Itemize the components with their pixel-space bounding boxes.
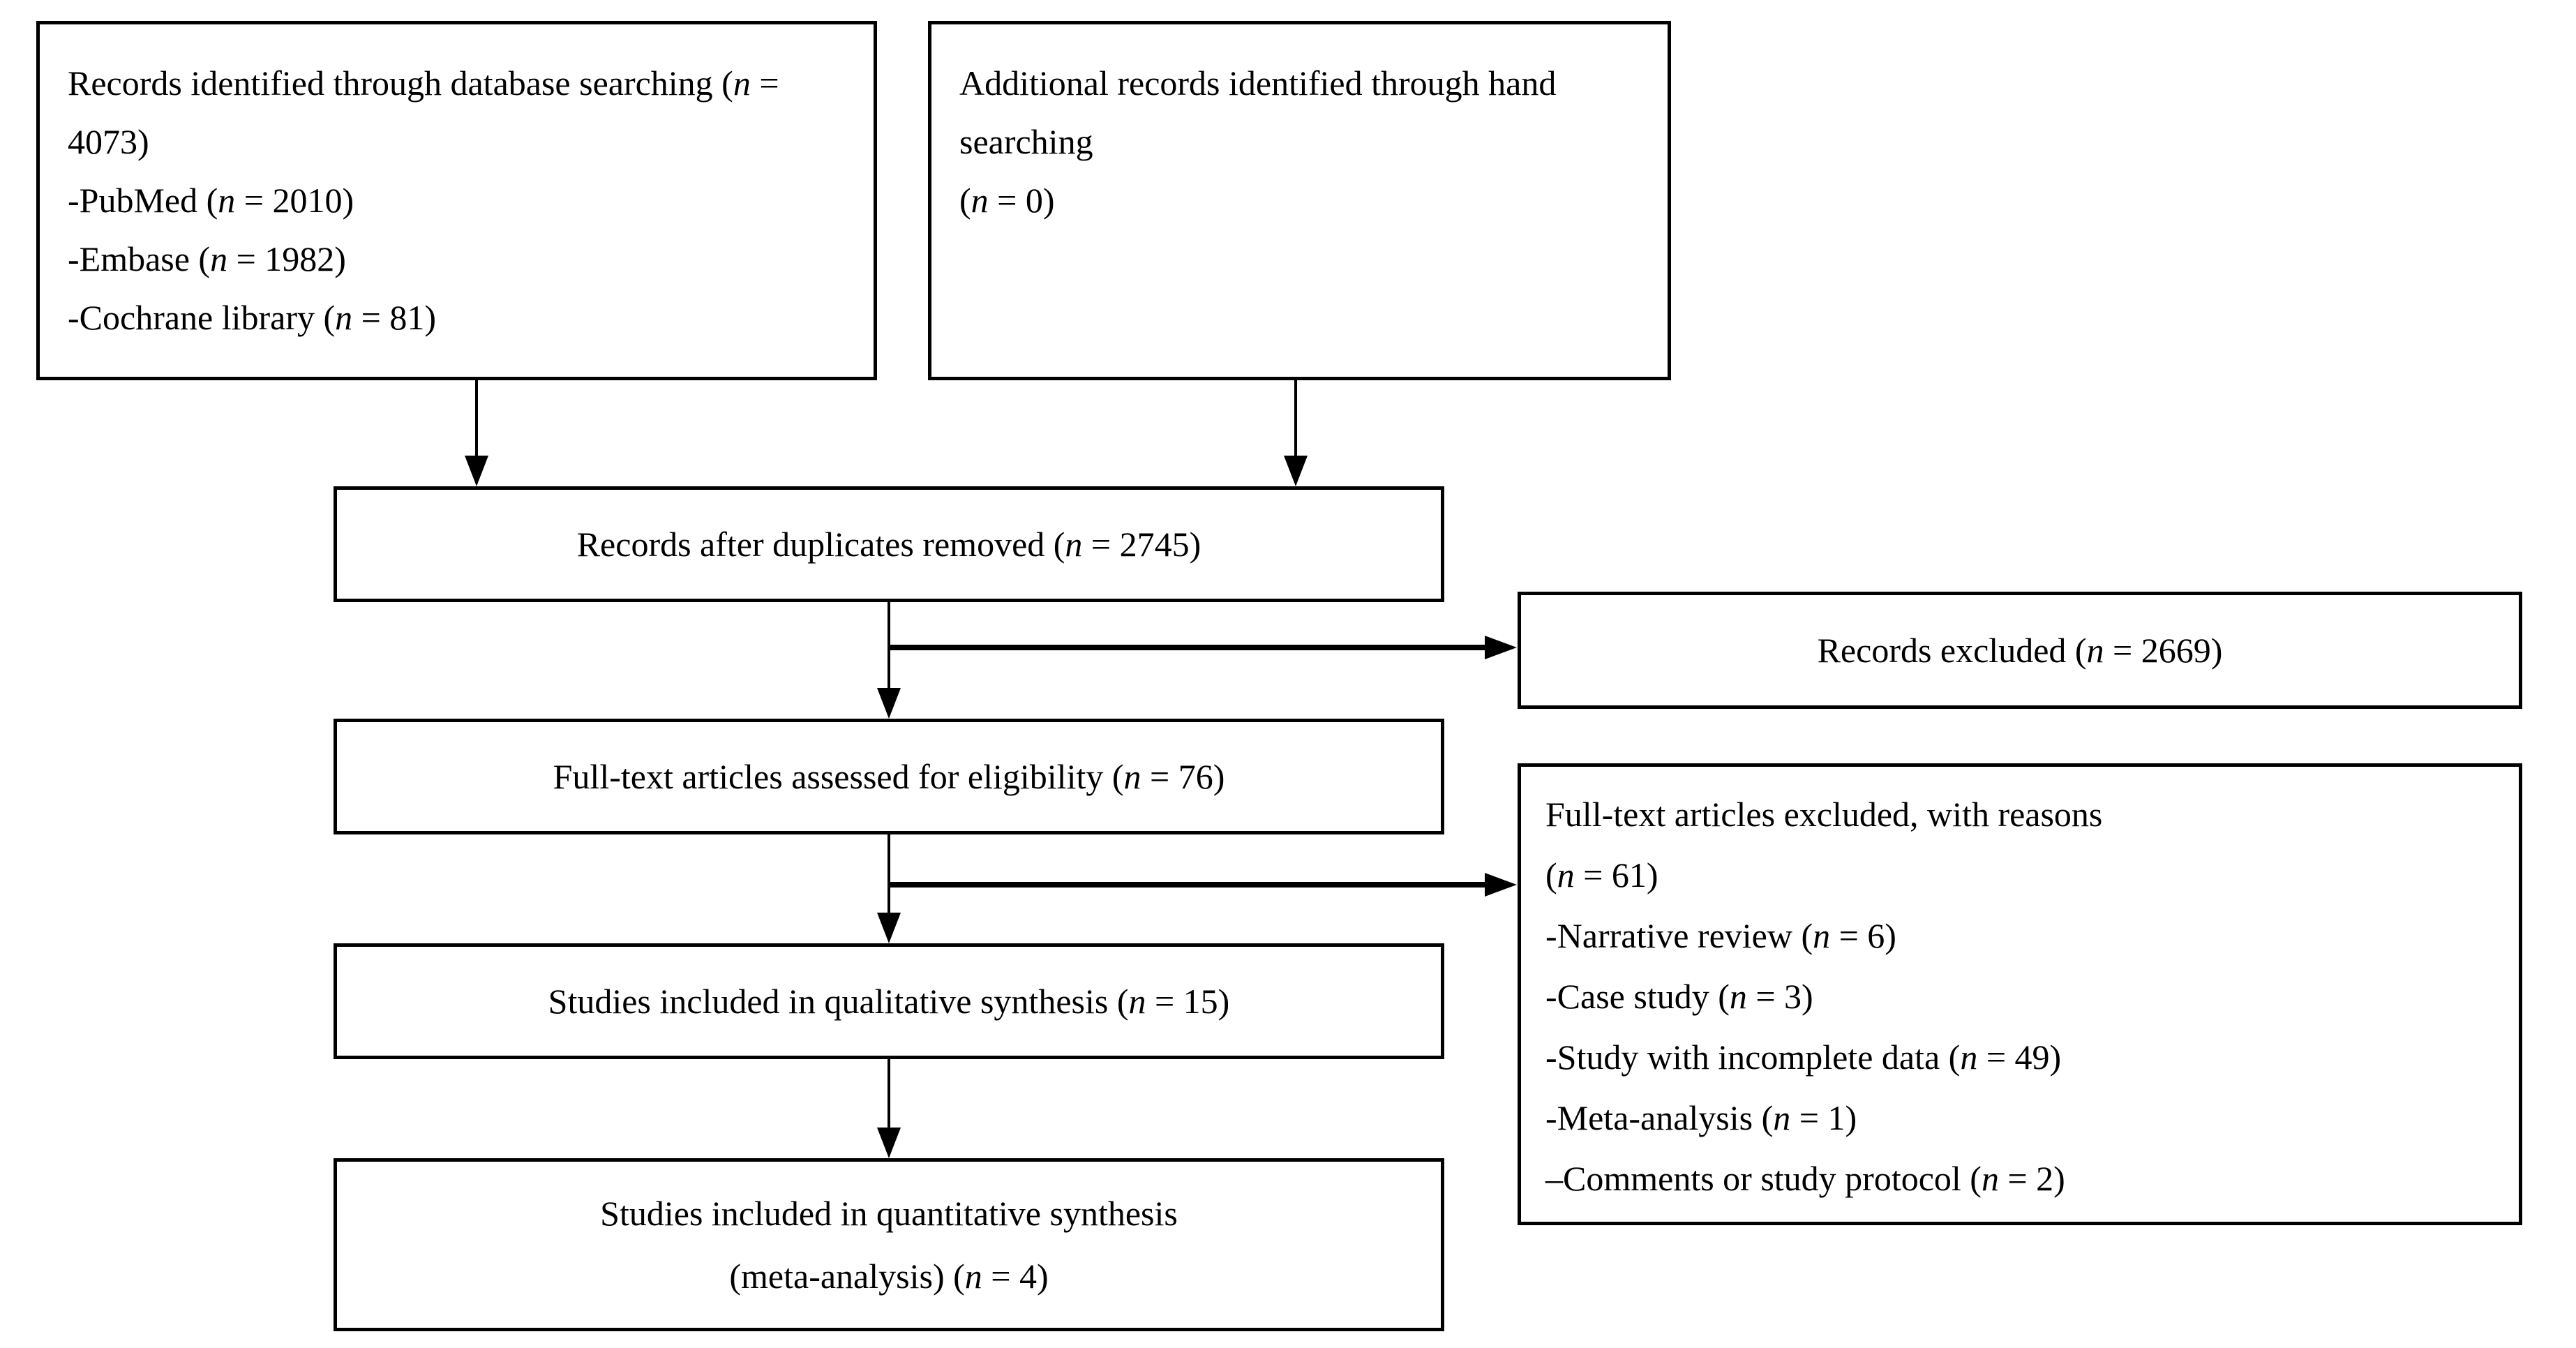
box-text-line: Records identified through database sear… — [68, 63, 779, 161]
connector-line — [889, 882, 1486, 888]
arrowhead-right-icon — [1485, 873, 1517, 897]
box-records-excluded: Records excluded (n = 2669) — [1518, 592, 2522, 709]
arrowhead-down-icon — [1284, 456, 1308, 486]
connector-line — [888, 1059, 890, 1132]
box-text-line: Studies included in qualitative synthesi… — [548, 982, 1230, 1021]
arrowhead-down-icon — [877, 913, 901, 943]
box-fulltext-excluded: Full-text articles excluded, with reason… — [1518, 763, 2522, 1225]
box-text-line: (n = 61) — [1545, 855, 1658, 894]
connector-line — [889, 645, 1486, 650]
connector-line — [475, 380, 478, 460]
box-text-line: -Meta-analysis (n = 1) — [1545, 1098, 1857, 1137]
box-records-identified: Records identified through database sear… — [36, 21, 877, 380]
box-text-line: Records after duplicates removed (n = 27… — [576, 525, 1201, 564]
arrowhead-right-icon — [1485, 636, 1517, 659]
connector-line — [1294, 380, 1297, 460]
box-quantitative-synthesis: Studies included in quantitative synthes… — [334, 1158, 1444, 1331]
box-text-line: Records excluded (n = 2669) — [1817, 631, 2223, 670]
arrowhead-down-icon — [877, 1128, 901, 1158]
box-qualitative-synthesis: Studies included in qualitative synthesi… — [334, 943, 1444, 1059]
connector-line — [888, 834, 890, 917]
box-text-line: Studies included in quantitative synthes… — [600, 1194, 1178, 1233]
arrowhead-down-icon — [465, 456, 488, 486]
box-text-line: (meta-analysis) (n = 4) — [729, 1257, 1049, 1296]
box-text-line: -Study with incomplete data (n = 49) — [1545, 1038, 2062, 1077]
box-text-line: -PubMed (n = 2010) — [68, 181, 354, 220]
box-text-line: (n = 0) — [959, 181, 1055, 220]
box-text-line: -Case study (n = 3) — [1545, 977, 1813, 1016]
box-fulltext-assessed: Full-text articles assessed for eligibil… — [334, 719, 1444, 834]
box-duplicates-removed: Records after duplicates removed (n = 27… — [334, 486, 1444, 602]
box-text-line: -Embase (n = 1982) — [68, 239, 346, 278]
box-text-line: Additional records identified through ha… — [959, 63, 1557, 161]
box-text-line: Full-text articles excluded, with reason… — [1545, 795, 2103, 834]
box-text-line: Full-text articles assessed for eligibil… — [553, 757, 1225, 796]
box-additional-records: Additional records identified through ha… — [928, 21, 1671, 380]
arrowhead-down-icon — [877, 688, 901, 719]
box-text-line: -Cochrane library (n = 81) — [68, 298, 437, 337]
box-text-line: -Narrative review (n = 6) — [1545, 916, 1896, 955]
box-text-line: –Comments or study protocol (n = 2) — [1545, 1159, 2065, 1198]
